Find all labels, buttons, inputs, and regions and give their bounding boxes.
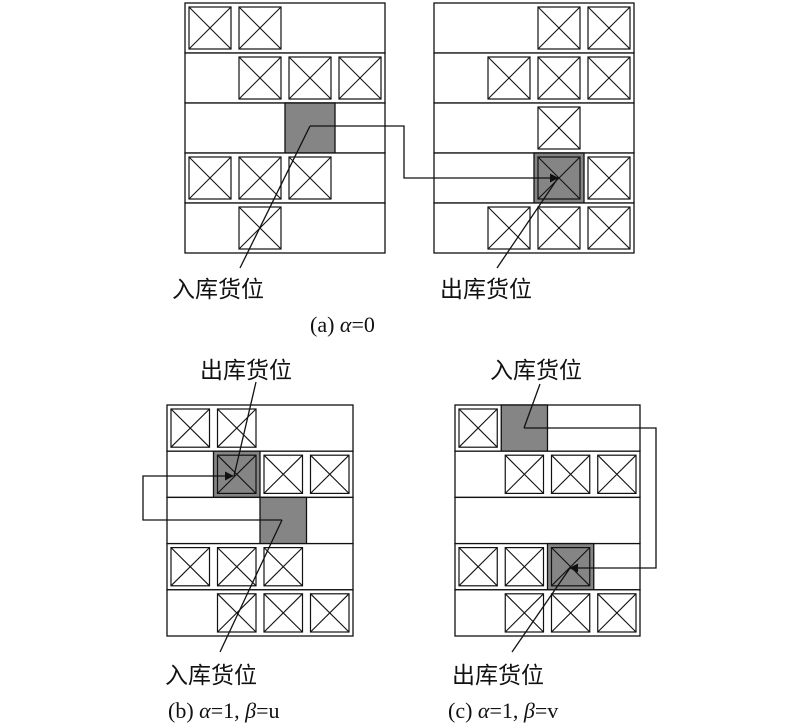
move-path-b	[142, 471, 282, 521]
cargo-cross	[504, 454, 544, 494]
cargo-cross	[288, 156, 332, 200]
label-b-inbound: 入库货位	[165, 663, 257, 689]
cargo-cross	[537, 206, 581, 250]
cargo-cross	[504, 593, 544, 633]
cargo-cross	[263, 593, 303, 633]
cargo-cross	[310, 593, 350, 633]
grid-a-right	[433, 2, 635, 254]
cargo-cross	[551, 593, 591, 633]
cargo-cross	[537, 6, 581, 50]
cargo-cross	[310, 454, 350, 494]
captions: (a) α=0 (b) α=1, β=u (c) α=1, β=v	[168, 312, 558, 723]
leader-a-inbound	[239, 125, 311, 269]
cargo-cross	[170, 547, 210, 587]
cargo-cross	[217, 547, 257, 587]
cargo-cross	[238, 6, 282, 50]
cargo-cross	[170, 408, 210, 448]
cargo-cross	[587, 6, 631, 50]
cargo-cross	[587, 156, 631, 200]
slot-labels: 入库货位 出库货位 出库货位 入库货位 入库货位 出库货位	[165, 277, 582, 689]
cargo-cross	[263, 454, 303, 494]
cargo-cross	[238, 56, 282, 100]
label-b-outbound: 出库货位	[200, 358, 292, 384]
grid-a-left	[184, 2, 386, 254]
cargo-cross	[487, 206, 531, 250]
cargo-box	[216, 454, 257, 495]
shelf-grids	[166, 2, 641, 637]
leader-a-outbound	[496, 177, 559, 269]
cargo-cross	[597, 593, 637, 633]
caption-b: (b) α=1, β=u	[168, 698, 280, 723]
label-a-outbound: 出库货位	[440, 277, 532, 303]
cargo-cross	[551, 454, 591, 494]
cargo-cross	[458, 547, 498, 587]
label-c-inbound: 入库货位	[490, 358, 582, 384]
cargo-cross	[597, 454, 637, 494]
cargo-cross	[238, 156, 282, 200]
cargo-cross	[504, 547, 544, 587]
cargo-cross	[338, 56, 382, 100]
move-path-c	[524, 427, 657, 573]
cargo-cross	[587, 206, 631, 250]
cargo-cross	[587, 56, 631, 100]
shelf-row	[184, 202, 386, 254]
cargo-cross	[217, 454, 257, 494]
cargo-cross	[188, 156, 232, 200]
leader-c-inbound	[523, 383, 541, 429]
label-a-inbound: 入库货位	[172, 277, 264, 303]
cargo-cross	[288, 56, 332, 100]
cargo-cross	[458, 408, 498, 448]
leader-b-inbound	[219, 519, 283, 653]
move-path-a	[310, 125, 559, 183]
shelf-row	[454, 496, 641, 545]
cargo-cross	[263, 547, 303, 587]
caption-c: (c) α=1, β=v	[448, 698, 558, 723]
cargo-box	[550, 546, 591, 587]
grid-c	[454, 404, 641, 637]
cargo-cross	[537, 156, 581, 200]
cargo-cross	[217, 593, 257, 633]
leader-lines	[219, 125, 571, 653]
inbound-slot	[284, 102, 336, 154]
move-paths	[142, 125, 657, 573]
leader-b-outbound	[233, 381, 257, 477]
shelf-row	[433, 102, 635, 154]
cargo-cross	[188, 6, 232, 50]
label-c-outbound: 出库货位	[452, 663, 544, 689]
cargo-cross	[537, 106, 581, 150]
cargo-cross	[537, 56, 581, 100]
cargo-cross	[487, 56, 531, 100]
leader-c-outbound	[511, 567, 571, 653]
caption-a: (a) α=0	[310, 312, 375, 337]
cargo-cross	[217, 408, 257, 448]
